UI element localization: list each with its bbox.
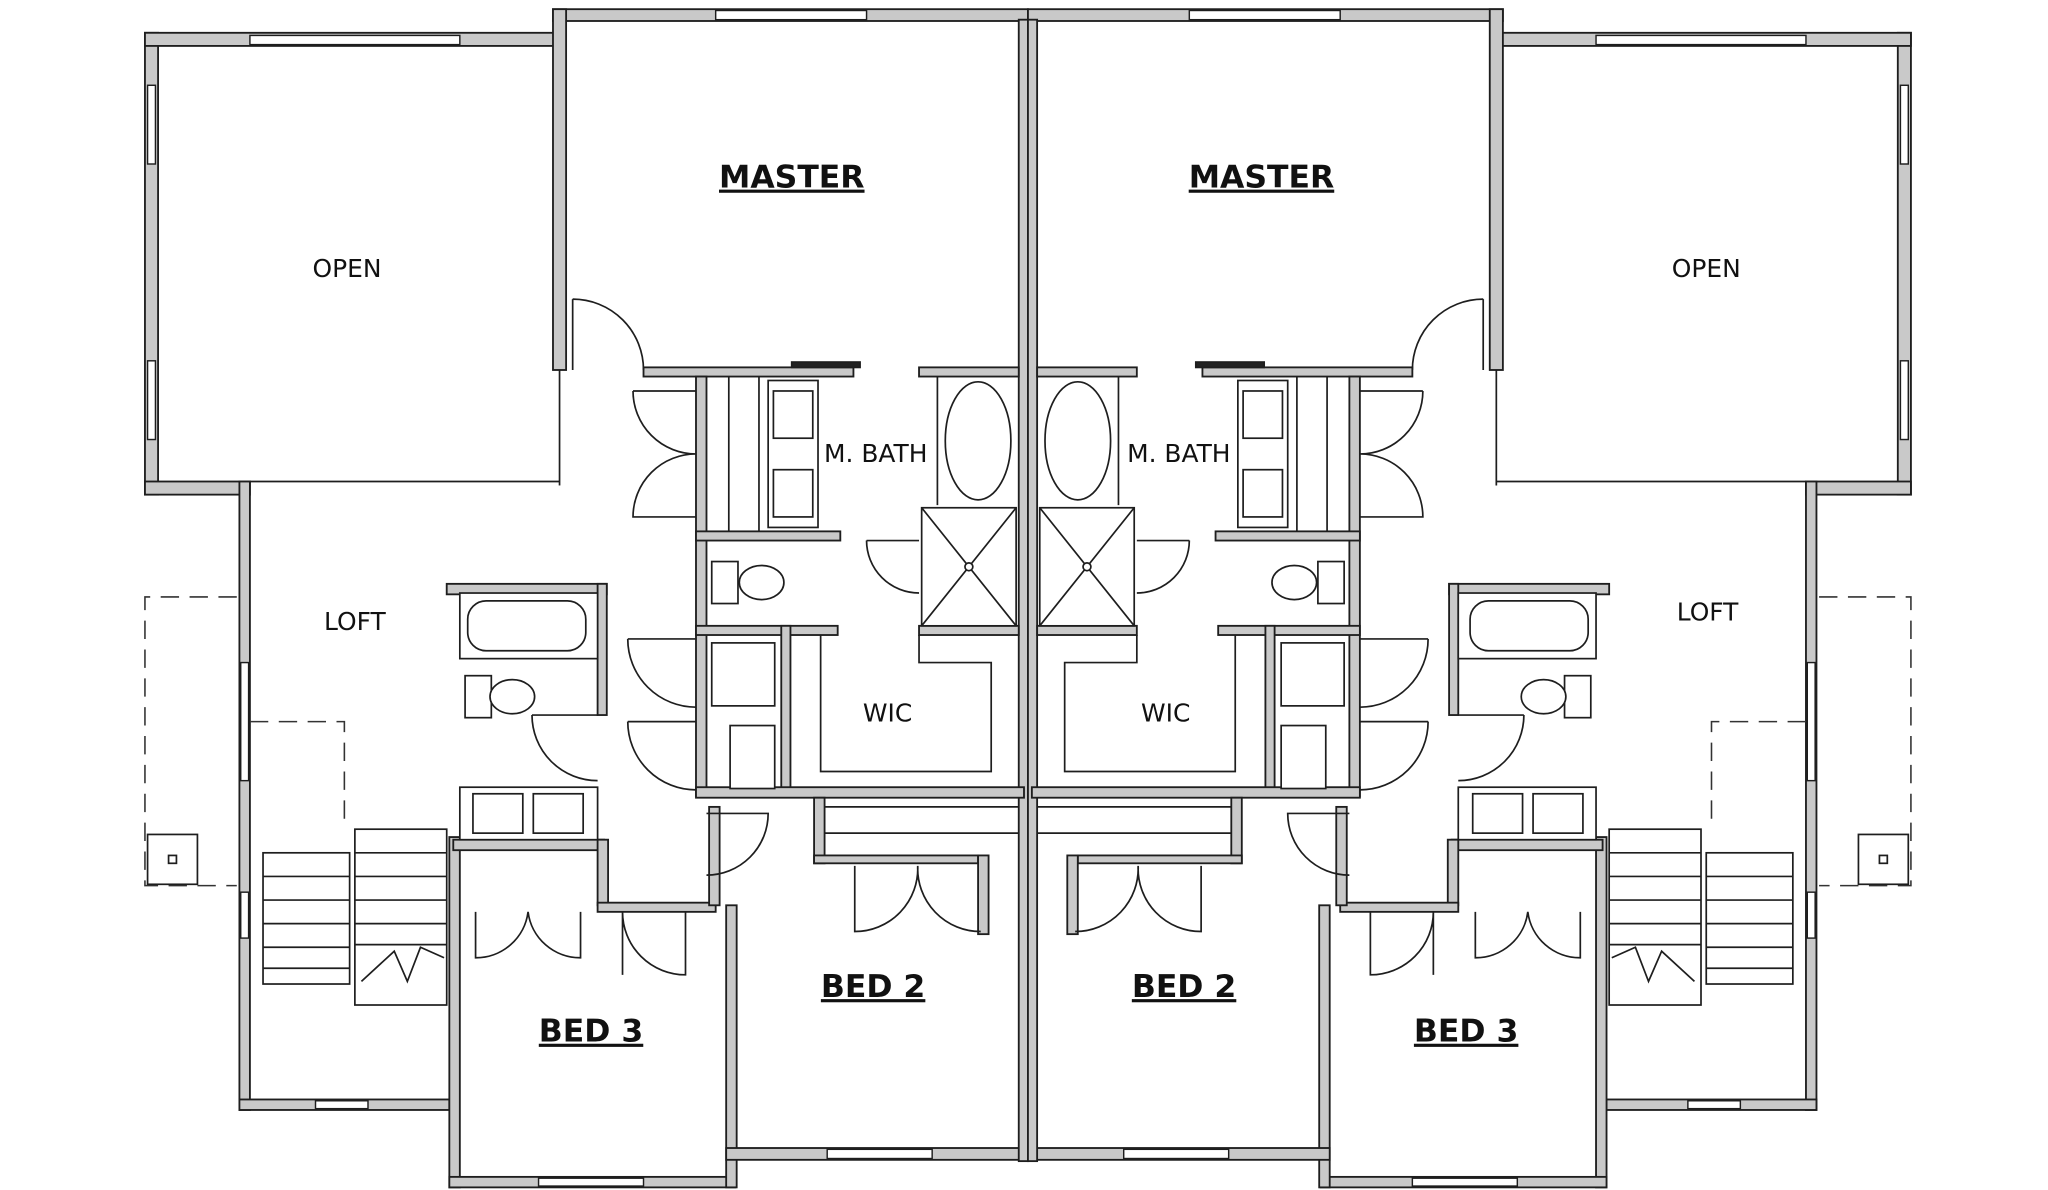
room-label-bed-2-left: BED 2 [821,969,925,1005]
room-label-loft-left: LOFT [324,607,386,636]
left-unit-plan [144,8,1029,1189]
room-label-wic-left: WIC [863,699,912,728]
room-label-loft-right: LOFT [1677,598,1739,627]
room-label-master-left: MASTER [719,160,865,196]
room-label-master-right: MASTER [1189,160,1335,196]
right-unit-plan [1027,8,1912,1189]
room-label-bed-2-right: BED 2 [1132,969,1236,1005]
room-label-wic-right: WIC [1141,699,1190,728]
room-label-bed-3-left: BED 3 [539,1014,643,1050]
room-label-bed-3-right: BED 3 [1414,1014,1518,1050]
room-label-m-bath-right: M. BATH [1127,439,1230,468]
room-label-open-right: OPEN [1672,254,1741,283]
room-label-open-left: OPEN [312,254,381,283]
room-label-m-bath-left: M. BATH [824,439,927,468]
